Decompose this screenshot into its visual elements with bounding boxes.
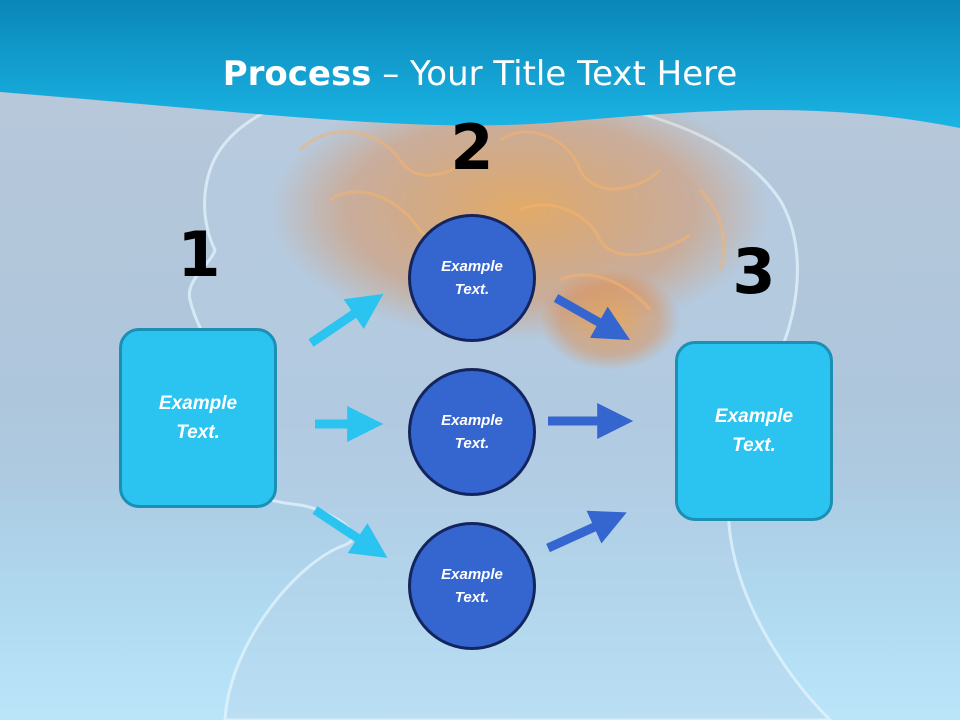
arrow-top-to-right: [553, 294, 631, 340]
middle-circle[interactable]: Example Text.: [408, 368, 536, 496]
left-text-box[interactable]: Example Text.: [119, 328, 277, 508]
title-bold-text: Process: [222, 54, 372, 94]
stage-number-1: 1: [177, 218, 221, 291]
bottom-circle[interactable]: Example Text.: [408, 522, 536, 650]
slide-title: Process – Your Title Text Here: [0, 52, 960, 96]
arrow-left-to-top: [308, 293, 384, 347]
right-text-box[interactable]: Example Text.: [675, 341, 833, 521]
title-rest-text: – Your Title Text Here: [371, 54, 738, 94]
top-circle[interactable]: Example Text.: [408, 214, 536, 342]
stage-number-3: 3: [732, 235, 776, 308]
arrow-left-to-bottom: [312, 506, 388, 558]
stage-number-2: 2: [450, 111, 494, 184]
arrow-bottom-to-right: [546, 510, 627, 553]
